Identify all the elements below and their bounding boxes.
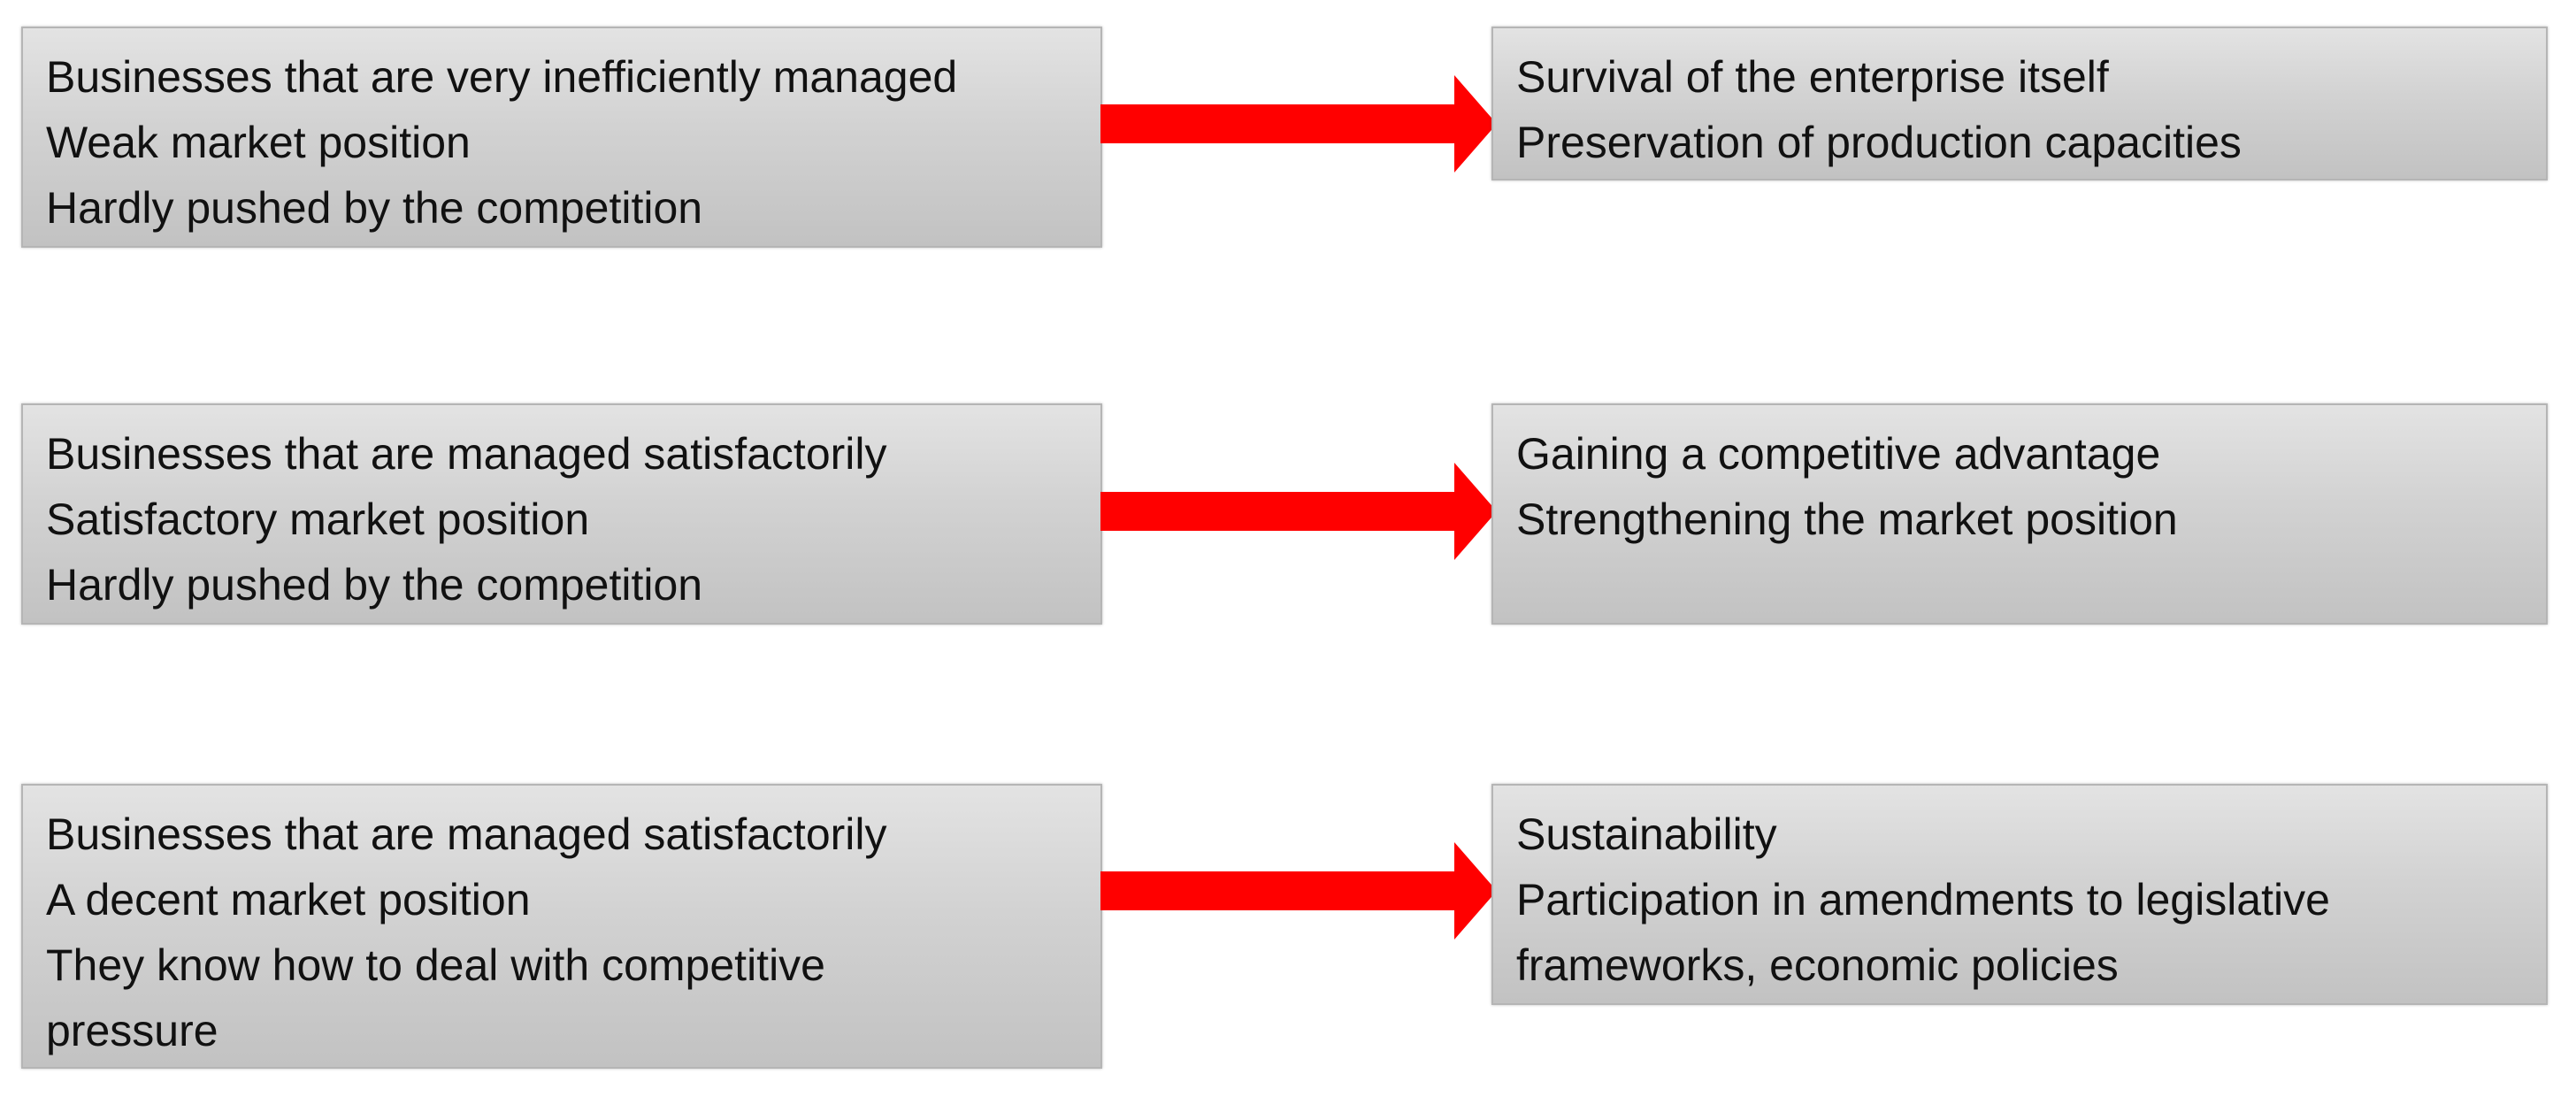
outcome-line: Preservation of production capacities xyxy=(1516,118,2242,167)
outcome-box-2: Gaining a competitive advantage Strength… xyxy=(1491,403,2548,625)
outcome-box-3: Sustainability Participation in amendmen… xyxy=(1491,784,2548,1005)
outcome-line: Participation in amendments to legislati… xyxy=(1516,875,2330,924)
right-arrow-icon xyxy=(1100,463,1497,560)
condition-box-3: Businesses that are managed satisfactori… xyxy=(21,784,1102,1069)
condition-line: They know how to deal with competitive xyxy=(46,940,825,990)
outcome-line: Gaining a competitive advantage xyxy=(1516,429,2161,479)
condition-line: A decent market position xyxy=(46,875,531,924)
outcome-line: Strengthening the market position xyxy=(1516,495,2178,544)
outcome-line: Survival of the enterprise itself xyxy=(1516,52,2109,102)
outcome-line: frameworks, economic policies xyxy=(1516,940,2119,990)
condition-line: Businesses that are very inefficiently m… xyxy=(46,52,958,102)
condition-line: Hardly pushed by the competition xyxy=(46,183,703,233)
condition-line: Businesses that are managed satisfactori… xyxy=(46,429,887,479)
condition-line: pressure xyxy=(46,1006,218,1055)
right-arrow-icon xyxy=(1100,75,1497,173)
condition-box-1: Businesses that are very inefficiently m… xyxy=(21,27,1102,248)
condition-line: Satisfactory market position xyxy=(46,495,590,544)
condition-line: Hardly pushed by the competition xyxy=(46,560,703,610)
outcome-box-1: Survival of the enterprise itself Preser… xyxy=(1491,27,2548,180)
condition-box-2: Businesses that are managed satisfactori… xyxy=(21,403,1102,625)
outcome-line: Sustainability xyxy=(1516,809,1777,859)
right-arrow-icon xyxy=(1100,842,1497,940)
condition-line: Weak market position xyxy=(46,118,471,167)
condition-line: Businesses that are managed satisfactori… xyxy=(46,809,887,859)
